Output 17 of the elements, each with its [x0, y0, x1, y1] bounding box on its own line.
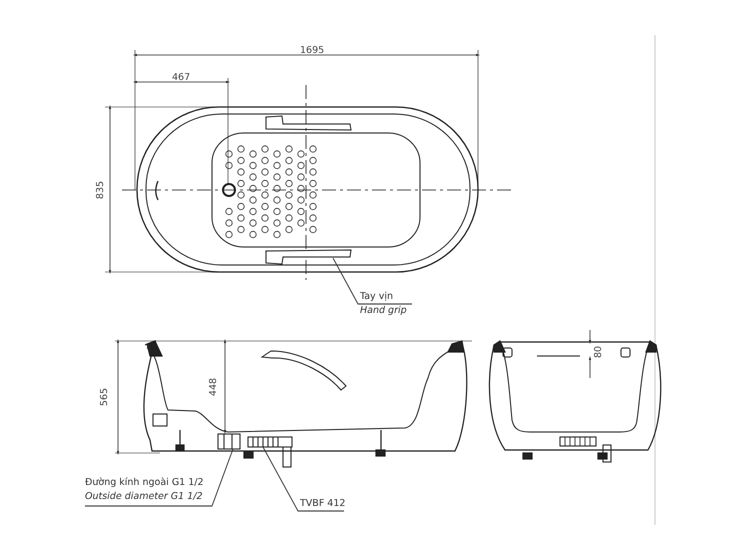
dimension-label: 565: [100, 388, 110, 406]
callout-text: TVBF 412: [300, 498, 344, 509]
dimension-label: 80: [594, 346, 604, 358]
leader-line: [332, 258, 412, 304]
hand-grip: [266, 250, 352, 265]
leader-line: [262, 446, 344, 512]
callout-text: Outside diameter G1 1/2: [85, 491, 204, 502]
callout-text: Đường kính ngoài G1 1/2: [85, 477, 205, 488]
callout-text: Tay vịn: [360, 291, 394, 302]
callout-text: Hand grip: [360, 305, 408, 316]
dimension-label: 1695: [300, 46, 324, 56]
drain-trap: [248, 436, 292, 468]
dimension-label: 835: [96, 180, 106, 200]
drain-outlet: [218, 434, 240, 450]
leader-line: [84, 448, 234, 506]
dimension-label: 467: [172, 73, 190, 83]
dimension-label: 448: [209, 378, 220, 396]
